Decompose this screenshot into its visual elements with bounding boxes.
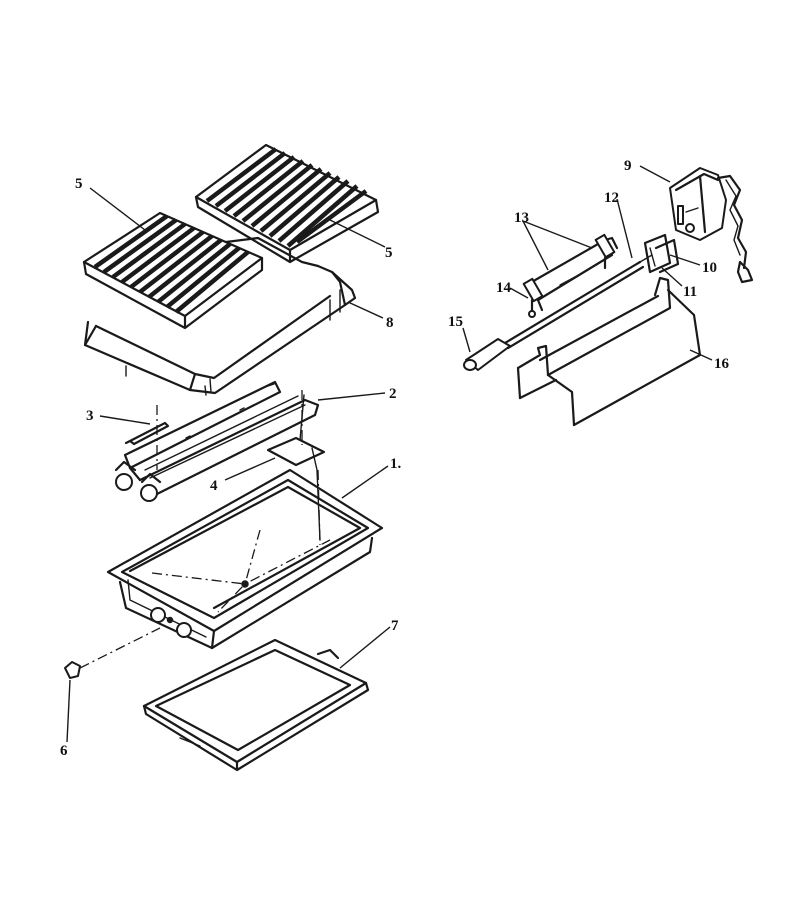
callout-13: 13	[514, 210, 529, 226]
callout-14: 14	[496, 280, 512, 296]
burner-assembly	[114, 380, 320, 502]
grate-bars-right	[205, 147, 368, 248]
callout-labels: 5 5 8 2 3 4 1. 7 6 9 12 13 10 11 14 15 1…	[60, 158, 730, 759]
callout-2: 2	[389, 386, 397, 402]
drip-tray	[142, 638, 370, 772]
callout-1: 1.	[390, 456, 402, 472]
wire-rack	[516, 276, 702, 427]
callout-16: 16	[714, 356, 730, 372]
tray-frame	[83, 236, 357, 396]
pin-part	[124, 405, 170, 470]
callout-10: 10	[702, 260, 717, 276]
callout-15: 15	[448, 314, 463, 330]
spit-forks	[522, 233, 619, 312]
callout-8: 8	[386, 315, 394, 331]
callout-7: 7	[391, 618, 399, 634]
leader-lines	[66, 165, 713, 743]
motor-bracket	[643, 233, 680, 274]
grate-bars-left	[93, 214, 250, 314]
callout-5-left: 5	[75, 176, 83, 192]
grill-grate-left	[82, 211, 264, 330]
callout-3: 3	[86, 408, 94, 424]
callout-11: 11	[683, 284, 697, 300]
callout-4: 4	[210, 478, 218, 494]
knob-fitting	[64, 627, 161, 679]
grill-grate-right	[194, 143, 380, 264]
bracket-part	[266, 390, 326, 546]
callout-6: 6	[60, 743, 68, 759]
spit-rod	[463, 254, 653, 371]
callout-12: 12	[604, 190, 619, 206]
rotisserie-motor	[669, 167, 754, 284]
screw-part	[528, 298, 536, 318]
callout-9: 9	[624, 158, 632, 174]
callout-5-right: 5	[385, 245, 393, 261]
main-pan	[106, 468, 384, 650]
